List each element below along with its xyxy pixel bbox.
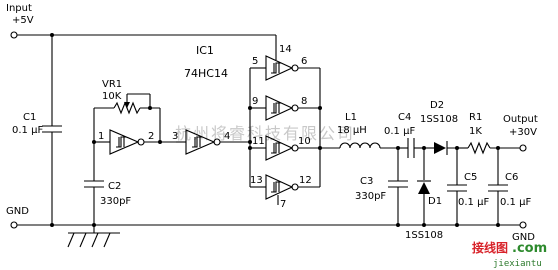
- d2-name: D2: [430, 100, 444, 111]
- ic-name: IC1: [196, 44, 214, 57]
- resistor-r1: [457, 141, 520, 155]
- logo-url: jiexiantu: [493, 259, 542, 269]
- vr1-name: VR1: [102, 79, 122, 90]
- watermark-text: 杭州将睿科技有限公司: [175, 124, 355, 143]
- c6-name: C6: [505, 172, 518, 183]
- c1-value: 0.1 µF: [12, 125, 43, 136]
- output-gnd-terminal: [519, 221, 527, 229]
- l1-value: 18 µH: [337, 125, 367, 136]
- capacitor-c1: [42, 35, 62, 225]
- pin-3: 3: [172, 131, 178, 142]
- diode-d1: [417, 148, 431, 225]
- vr1-value: 10K: [102, 91, 122, 102]
- capacitor-c3: [388, 148, 408, 225]
- output-gnd-label: GND: [512, 232, 535, 243]
- output-voltage: +30V: [509, 127, 537, 138]
- capacitor-c5: [447, 148, 467, 225]
- gate-5-6: [265, 55, 299, 81]
- c3-value: 330pF: [355, 191, 386, 202]
- c5-value: 0.1 µF: [458, 197, 489, 208]
- gate-3-4: [176, 129, 250, 155]
- capacitor-c4: [398, 138, 424, 158]
- gnd-terminal: [10, 221, 18, 229]
- site-logo: 接线图 .com jiexiantu: [472, 240, 547, 269]
- capacitor-c6: [488, 148, 508, 225]
- pin-4: 4: [224, 131, 230, 142]
- pin-8: 8: [301, 96, 307, 107]
- c3-name: C3: [360, 176, 373, 187]
- vcc-rail: [17, 34, 277, 55]
- input-voltage: +5V: [12, 15, 34, 26]
- d2-value: 1SS108: [420, 114, 458, 125]
- pin-2: 2: [148, 131, 154, 142]
- gate-1-2: [94, 129, 176, 155]
- pin-7: 7: [280, 199, 286, 210]
- r1-value: 1K: [469, 126, 482, 137]
- ic-part: 74HC14: [184, 67, 228, 80]
- pin-13: 13: [250, 175, 263, 186]
- c2-value: 330pF: [100, 196, 131, 207]
- pin-14: 14: [279, 44, 292, 55]
- d1-name: D1: [428, 196, 442, 207]
- c5-name: C5: [464, 172, 477, 183]
- pin-10: 10: [298, 136, 311, 147]
- r1-name: R1: [469, 112, 482, 123]
- capacitor-c2: [84, 142, 104, 225]
- c6-value: 0.1 µF: [500, 197, 531, 208]
- pin-5: 5: [252, 56, 258, 67]
- logo-cn: 接线图: [472, 240, 508, 255]
- gnd-label: GND: [6, 206, 29, 217]
- l1-name: L1: [345, 112, 357, 123]
- gate-13-12: [265, 174, 299, 200]
- output-title: Output: [503, 114, 538, 125]
- input-terminal: [10, 31, 18, 39]
- c2-name: C2: [108, 181, 121, 192]
- output-terminal: [519, 144, 527, 152]
- pin-9: 9: [252, 96, 258, 107]
- inductor-l1: [320, 142, 398, 149]
- pin-11: 11: [252, 136, 265, 147]
- c4-name: C4: [398, 112, 411, 123]
- pin-12: 12: [299, 175, 312, 186]
- pin-6: 6: [301, 56, 307, 67]
- ground-symbol: [67, 225, 120, 248]
- buffer-bank: [249, 55, 321, 205]
- pin-1: 1: [98, 131, 104, 142]
- c4-value: 0.1 µF: [384, 126, 415, 137]
- gate-9-8: [265, 95, 299, 121]
- input-title: Input: [6, 3, 32, 14]
- c1-name: C1: [23, 112, 36, 123]
- logo-dotcom: .com: [512, 241, 547, 256]
- d1-value: 1SS108: [405, 230, 443, 241]
- gate-11-10: [265, 135, 299, 161]
